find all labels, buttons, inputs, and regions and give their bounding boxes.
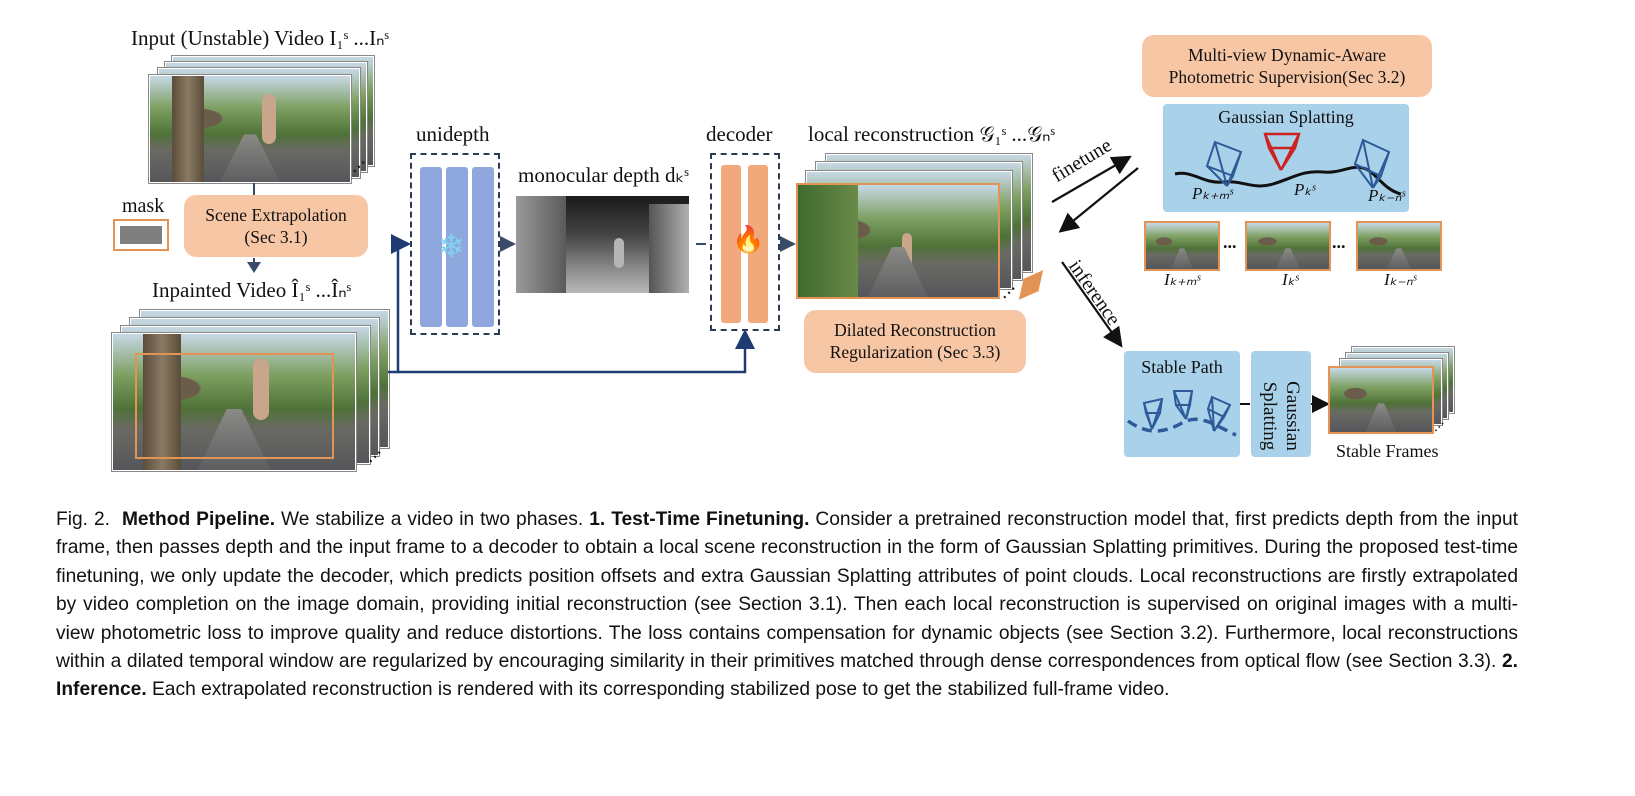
stable-frames-label: Stable Frames <box>1336 441 1439 461</box>
pose-label-k-plus-m: Pₖ₊ₘˢ <box>1192 184 1233 203</box>
stable-path-title: Stable Path <box>1141 357 1223 377</box>
caption-title: Method Pipeline. <box>121 509 276 530</box>
fire-icon: 🔥 <box>732 225 765 254</box>
caption-text-1: We stabilize a video in two phases. <box>281 509 584 530</box>
mask-label: mask <box>122 195 165 217</box>
mask-swatch <box>113 219 169 251</box>
reconstruction-frame <box>796 183 1000 299</box>
caption-phase2-title: 2. Inference. <box>56 651 1518 701</box>
caption-text-2: Consider a pretrained reconstruction mod… <box>56 509 1518 673</box>
decoder-block: 🔥 <box>710 153 780 331</box>
camera-icon <box>1142 397 1164 430</box>
ellipsis: ... <box>1223 232 1237 252</box>
scene-extrapolation-box: Scene Extrapolation (Sec 3.1) <box>184 195 368 257</box>
caption-fig-number: Fig. 2. <box>56 509 110 530</box>
unidepth-label: unidepth <box>416 122 490 146</box>
dilated-regularization-box: Dilated Reconstruction Regularization (S… <box>804 310 1026 373</box>
camera-trajectory <box>1174 132 1402 196</box>
depth-map <box>516 196 689 293</box>
multiview-supervision-box: Multi-view Dynamic-Aware Photometric Sup… <box>1142 35 1432 97</box>
gaussian-splatting-render-box: Gaussian Splatting <box>1251 351 1311 457</box>
stable-path-cameras <box>1126 390 1237 437</box>
camera-icon <box>1353 138 1391 189</box>
multiview-sec: Photometric Supervision(Sec 3.2) <box>1168 67 1406 87</box>
frame-label-k-plus-m: Iₖ₊ₘˢ <box>1164 270 1201 289</box>
arrow-head <box>247 262 261 273</box>
connector-line <box>253 183 255 195</box>
inpainted-video-label: Inpainted Video Î₁ˢ ...Îₙˢ <box>152 278 352 302</box>
frame-thumb-k-plus-m <box>1144 221 1220 271</box>
gaussian-splatting-title: Gaussian Splatting <box>1218 107 1354 127</box>
decoder-label: decoder <box>706 122 773 146</box>
inpainted-frame <box>112 333 356 471</box>
input-frame <box>149 75 351 183</box>
multiview-title: Multi-view Dynamic-Aware <box>1187 45 1387 65</box>
frame-thumb-k-minus-n <box>1356 221 1442 271</box>
dilated-reg-title: Dilated Reconstruction <box>834 320 996 340</box>
camera-icon <box>1206 395 1232 432</box>
camera-icon <box>1263 132 1301 171</box>
frame-label-k-minus-n: Iₖ₋ₙˢ <box>1384 270 1417 289</box>
dilated-reg-sec: Regularization (Sec 3.3) <box>829 342 1001 362</box>
ellipsis: ... <box>1332 232 1346 252</box>
unidepth-encoder: ❄ <box>410 153 500 335</box>
pose-label-k-minus-n: Pₖ₋ₙˢ <box>1368 186 1405 205</box>
scene-extrapolation-title: Scene Extrapolation <box>205 205 347 225</box>
caption-phase1-title: 1. Test-Time Finetuning. <box>589 509 810 530</box>
stable-frame <box>1328 366 1434 434</box>
caption-text-3: Each extrapolated reconstruction is rend… <box>152 679 1170 701</box>
camera-icon <box>1172 390 1194 420</box>
pose-label-k: Pₖˢ <box>1294 180 1316 199</box>
monocular-depth-label: monocular depth dₖˢ <box>518 163 689 187</box>
camera-icon <box>1205 140 1243 187</box>
frame-label-k: Iₖˢ <box>1282 270 1299 289</box>
gaussian-splatting-vertical-label: Gaussian Splatting <box>1259 381 1303 451</box>
input-video-label: Input (Unstable) Video I₁ˢ ...Iₙˢ <box>131 26 389 50</box>
inpaint-region-outline <box>135 353 334 459</box>
snowflake-icon: ❄ <box>438 228 465 264</box>
local-reconstruction-label: local reconstruction 𝒢₁ˢ ...𝒢ₙˢ <box>808 122 1055 146</box>
figure-caption: Fig. 2. Method Pipeline. We stabilize a … <box>56 506 1518 705</box>
frame-thumb-k <box>1245 221 1331 271</box>
scene-extrapolation-sec: (Sec 3.1) <box>244 227 308 247</box>
gaussian-splatting-panel: Gaussian Splatting <box>1163 104 1409 212</box>
